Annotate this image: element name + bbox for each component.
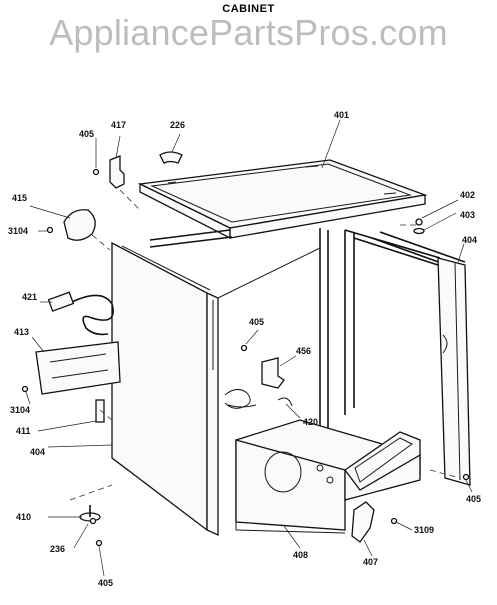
part-label-3109: 3109 [414, 525, 435, 535]
part-label-421: 421 [22, 292, 38, 302]
part-label-404-left: 404 [30, 447, 46, 457]
part-label-405-middle: 405 [249, 317, 265, 327]
part-label-405-bottom: 405 [98, 578, 114, 588]
bracket-417 [109, 155, 125, 189]
part-label-410: 410 [16, 512, 32, 522]
bracket-411 [95, 399, 105, 423]
part-label-236: 236 [50, 544, 66, 554]
part-label-407: 407 [363, 557, 379, 567]
part-label-226: 226 [170, 120, 186, 130]
leveling-foot-410 [79, 505, 101, 522]
part-label-3104-upper: 3104 [8, 226, 29, 236]
leader-lines [25, 119, 473, 577]
bracket-420 [277, 397, 293, 407]
power-cord-421 [47, 291, 114, 336]
diagram-title: CABINET [222, 3, 275, 15]
alignment-lines [69, 189, 461, 501]
toe-panel-413 [35, 341, 121, 395]
part-label-408: 408 [293, 550, 309, 560]
part-label-401: 401 [334, 110, 350, 120]
part-label-405-top: 405 [79, 129, 95, 139]
part-label-403: 403 [460, 210, 476, 220]
right-side-panel-404 [437, 257, 471, 486]
screws [21, 168, 470, 547]
part-label-402: 402 [460, 190, 476, 200]
base-408 [235, 419, 421, 534]
vent-cover-415 [63, 209, 96, 241]
part-label-411: 411 [16, 426, 31, 436]
part-label-417: 417 [111, 120, 127, 130]
bracket-456 [261, 357, 285, 389]
part-label-404-right: 404 [462, 235, 478, 245]
left-side-panel-404 [111, 241, 219, 537]
cabinet-inner [217, 247, 321, 409]
top-panel-401 [137, 159, 428, 240]
cabinet-frame-rear [149, 228, 466, 455]
part-label-3104-lower: 3104 [10, 405, 31, 415]
part-label-456: 456 [296, 346, 312, 356]
clip-226 [159, 151, 183, 164]
part-label-405-right: 405 [466, 494, 482, 504]
watermark-text: AppliancePartsPros.com [49, 12, 448, 53]
hinge-407 [351, 501, 375, 543]
part-label-413: 413 [14, 327, 30, 337]
part-label-420: 420 [303, 417, 319, 427]
part-label-415: 415 [12, 193, 28, 203]
